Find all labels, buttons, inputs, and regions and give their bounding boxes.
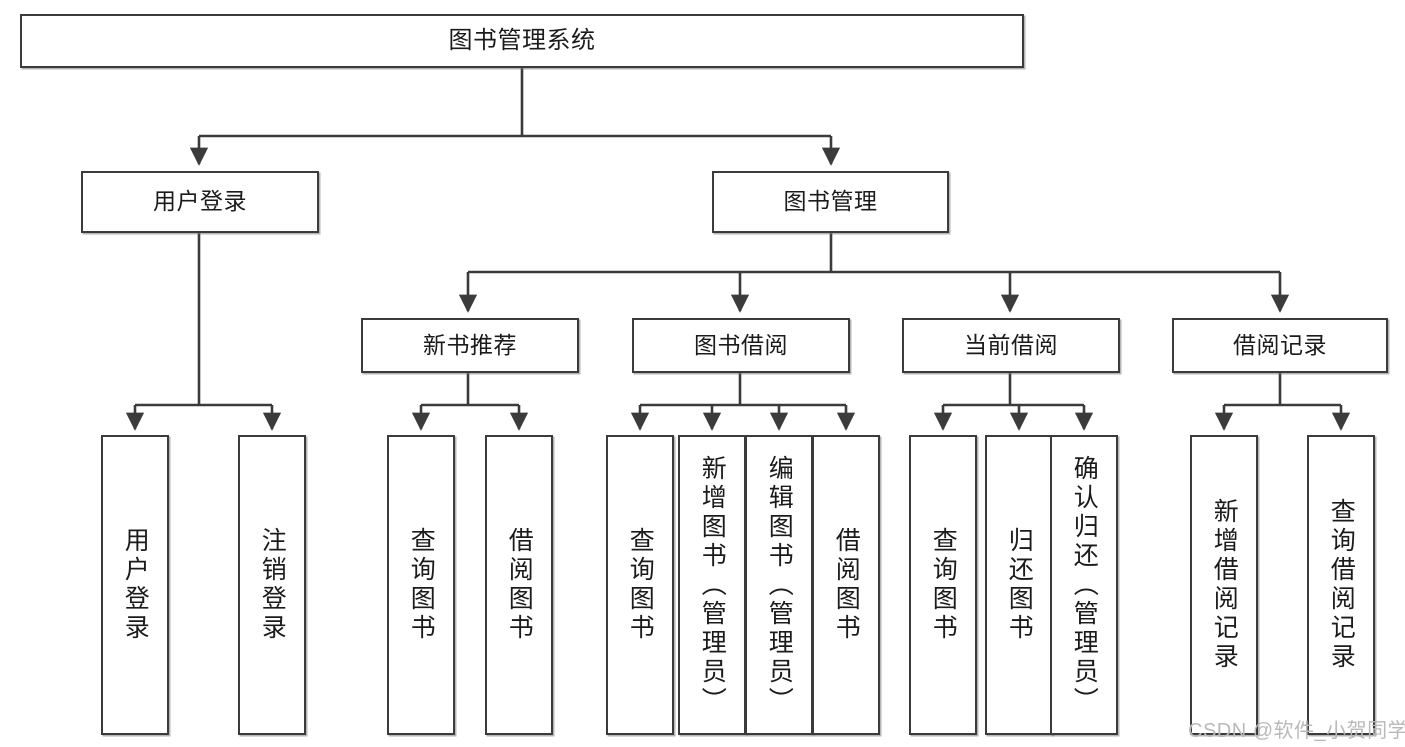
node-label-leaf-borrow-book-2: 借阅图书 — [832, 527, 861, 643]
node-label-current-borrow: 当前借阅 — [964, 331, 1058, 358]
node-label-leaf-add-record: 新增借阅记录 — [1210, 498, 1239, 672]
node-leaf-query-book-3[interactable]: 查询图书 — [909, 435, 977, 735]
node-label-leaf-return-book: 归还图书 — [1005, 527, 1034, 643]
node-user-login[interactable]: 用户登录 — [81, 171, 319, 233]
node-label-book-borrow: 图书借阅 — [694, 331, 788, 358]
node-leaf-edit-book[interactable]: 编辑图书（管理员） — [745, 435, 813, 735]
node-leaf-return-book[interactable]: 归还图书 — [985, 435, 1053, 735]
node-label-root: 图书管理系统 — [448, 26, 596, 54]
node-label-leaf-query-book-3: 查询图书 — [929, 527, 958, 643]
node-leaf-query-book-1[interactable]: 查询图书 — [387, 435, 455, 735]
node-label-leaf-query-book-1: 查询图书 — [407, 527, 436, 643]
node-label-leaf-add-book: 新增图书（管理员） — [698, 454, 727, 716]
node-leaf-add-book[interactable]: 新增图书（管理员） — [678, 435, 746, 735]
node-leaf-query-book-2[interactable]: 查询图书 — [606, 435, 674, 735]
node-label-leaf-query-record: 查询借阅记录 — [1327, 498, 1356, 672]
csdn-watermark: CSDN @软件_小贺同学 — [1188, 720, 1405, 742]
node-leaf-query-record[interactable]: 查询借阅记录 — [1307, 435, 1375, 735]
node-label-new-book-recommend: 新书推荐 — [423, 331, 517, 358]
node-leaf-borrow-book-1[interactable]: 借阅图书 — [485, 435, 553, 735]
node-label-book-manage: 图书管理 — [783, 188, 878, 215]
node-label-leaf-borrow-book-1: 借阅图书 — [505, 527, 534, 643]
node-leaf-confirm-return[interactable]: 确认归还（管理员） — [1050, 435, 1118, 735]
node-leaf-add-record[interactable]: 新增借阅记录 — [1190, 435, 1258, 735]
node-leaf-user-login[interactable]: 用户登录 — [101, 435, 169, 735]
node-leaf-borrow-book-2[interactable]: 借阅图书 — [812, 435, 880, 735]
node-label-leaf-edit-book: 编辑图书（管理员） — [765, 454, 794, 716]
node-book-manage[interactable]: 图书管理 — [712, 171, 949, 233]
node-label-leaf-confirm-return: 确认归还（管理员） — [1070, 454, 1099, 716]
node-label-leaf-query-book-2: 查询图书 — [626, 527, 655, 643]
node-current-borrow[interactable]: 当前借阅 — [902, 318, 1120, 373]
node-book-borrow[interactable]: 图书借阅 — [632, 318, 850, 373]
node-label-borrow-record: 借阅记录 — [1233, 331, 1327, 358]
node-root[interactable]: 图书管理系统 — [20, 14, 1024, 68]
node-new-book-recommend[interactable]: 新书推荐 — [361, 318, 579, 373]
node-label-user-login: 用户登录 — [153, 188, 247, 215]
node-borrow-record[interactable]: 借阅记录 — [1172, 318, 1388, 373]
node-label-leaf-user-logout: 注销登录 — [258, 527, 287, 643]
node-label-leaf-user-login: 用户登录 — [121, 527, 150, 643]
node-leaf-user-logout[interactable]: 注销登录 — [238, 435, 306, 735]
